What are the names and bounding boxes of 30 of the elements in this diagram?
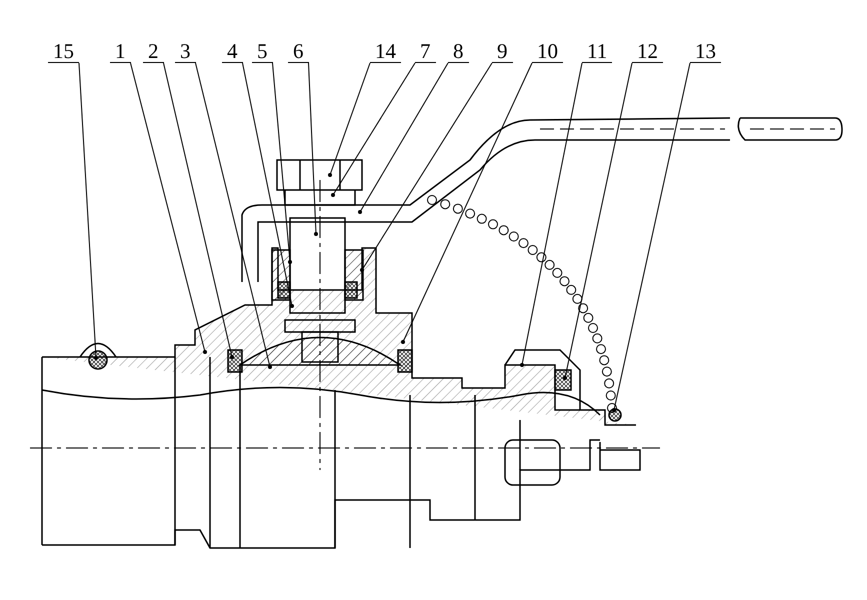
callout-number: 6 [288, 40, 308, 63]
leader-line [360, 62, 492, 272]
leader-line [563, 62, 632, 380]
callout-number: 11 [582, 40, 612, 63]
leader-line [328, 62, 370, 177]
callout-number: 9 [492, 40, 512, 63]
callout-number: 10 [532, 40, 563, 63]
callout-number: 13 [690, 40, 721, 63]
leader-line [401, 62, 532, 344]
leader-line [612, 62, 690, 412]
callout-number: 1 [110, 40, 130, 63]
callout-number: 2 [143, 40, 164, 63]
callout-number: 14 [370, 40, 401, 63]
callout-number: 5 [252, 40, 272, 63]
leader-line [195, 62, 272, 369]
callout-number: 12 [632, 40, 663, 63]
leader-line [520, 62, 582, 367]
leader-line [242, 62, 294, 308]
callout-number: 8 [448, 40, 468, 63]
leader-line [163, 62, 234, 359]
callout-number: 15 [48, 40, 79, 63]
callout-number: 3 [175, 40, 196, 63]
leader-line [308, 62, 318, 236]
leader-line [331, 62, 416, 197]
leader-line [78, 62, 98, 360]
leader-line [272, 62, 292, 264]
callout-number: 4 [222, 40, 242, 63]
leader-line [358, 62, 448, 214]
leader-line [130, 62, 207, 354]
callout-number: 7 [415, 40, 436, 63]
